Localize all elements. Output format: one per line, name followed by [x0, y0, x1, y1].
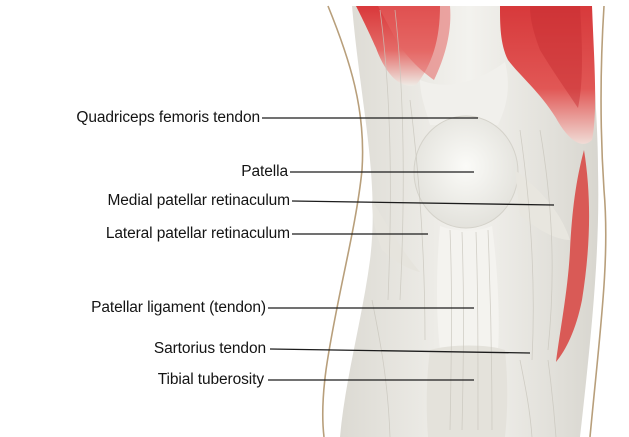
patellar-ligament-shape [437, 226, 499, 350]
label-medial-patellar-retinaculum: Medial patellar retinaculum [107, 192, 290, 210]
label-patellar-ligament: Patellar ligament (tendon) [91, 299, 266, 317]
label-tibial-tuberosity: Tibial tuberosity [158, 371, 264, 389]
label-quadriceps-femoris-tendon: Quadriceps femoris tendon [76, 109, 260, 127]
label-patella: Patella [241, 163, 288, 181]
tibial-tuberosity-shape [427, 346, 508, 437]
label-lateral-patellar-retinaculum: Lateral patellar retinaculum [106, 225, 290, 243]
label-sartorius-tendon: Sartorius tendon [154, 340, 266, 358]
